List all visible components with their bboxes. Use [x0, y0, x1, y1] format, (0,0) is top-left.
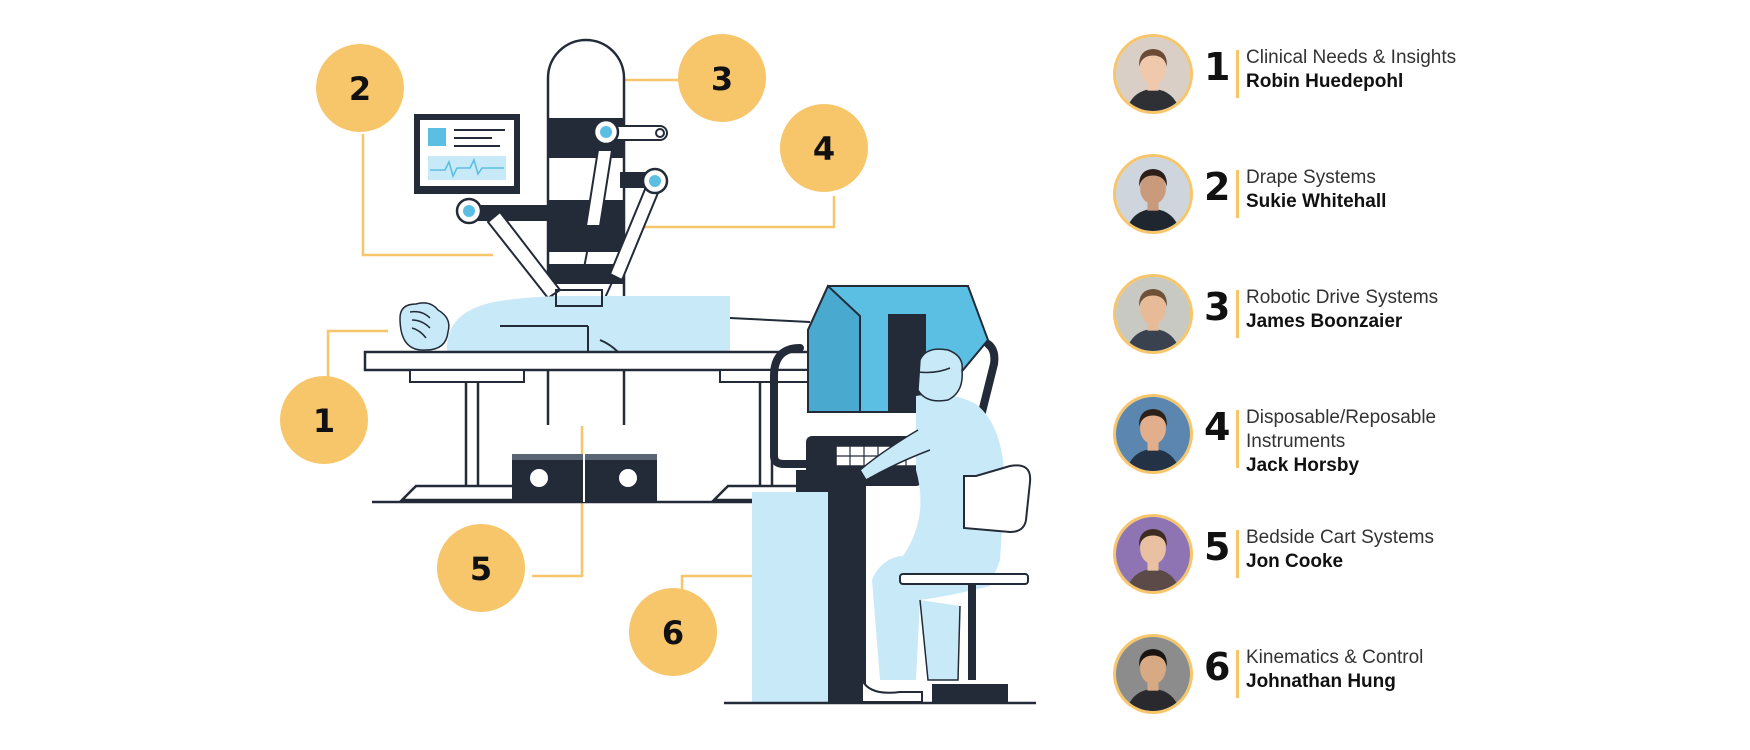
callout-5: [437, 524, 525, 612]
expert-number: 1: [1204, 45, 1231, 89]
callout-2-label: 2: [349, 70, 371, 108]
expert-number: 4: [1204, 405, 1231, 449]
patient-head: [399, 302, 450, 351]
surgical-robot-illustration: 1 2 3 4 5 6: [280, 34, 1036, 705]
person-photo-icon: [1113, 514, 1193, 594]
expert-name: Johnathan Hung: [1246, 671, 1396, 692]
surgeon-console-handle: [770, 344, 816, 468]
callout-3: [678, 34, 766, 122]
surgeon-head: [917, 348, 963, 402]
callout-1: [280, 376, 368, 464]
callout-1-label: 1: [313, 402, 335, 440]
person-photo-icon: [1113, 634, 1193, 714]
person-photo-icon: [1113, 274, 1193, 354]
callout-4-label: 4: [813, 130, 835, 168]
expert-role: Drape Systems: [1246, 167, 1376, 188]
expert-name: Jon Cooke: [1246, 551, 1344, 572]
console-seat-block: [752, 492, 828, 702]
expert-name: Sukie Whitehall: [1246, 191, 1387, 212]
callout-6-label: 6: [662, 614, 684, 652]
callout-4: [780, 104, 868, 192]
divider: [1236, 290, 1239, 338]
expert-number: 3: [1204, 285, 1231, 329]
divider: [1236, 170, 1239, 218]
expert-name: James Boonzaier: [1246, 311, 1403, 332]
expert-number: 5: [1204, 525, 1231, 569]
expert-role: Robotic Drive Systems: [1246, 287, 1439, 308]
divider: [1236, 650, 1239, 698]
callout-3-label: 3: [711, 60, 733, 98]
expert-role: Bedside Cart Systems: [1246, 527, 1434, 548]
divider: [1236, 530, 1239, 578]
divider: [1236, 50, 1239, 98]
leader-line-6: [680, 574, 760, 596]
leader-line-2: [361, 134, 493, 257]
callout-5-label: 5: [470, 550, 492, 588]
expert-role: Disposable/Reposable Instruments: [1246, 407, 1437, 452]
stool-backrest: [963, 464, 1032, 534]
expert-name: Robin Huedepohl: [1246, 71, 1404, 92]
callout-6: [629, 588, 717, 676]
divider: [1236, 410, 1239, 468]
callout-2: [316, 44, 404, 132]
expert-number: 6: [1204, 645, 1231, 689]
operating-table: [363, 350, 822, 372]
leader-line-4: [640, 196, 836, 229]
person-photo-icon: [1113, 34, 1193, 114]
expert-number: 2: [1204, 165, 1231, 209]
expert-name: Jack Horsby: [1246, 455, 1360, 476]
patient-body: [446, 296, 730, 352]
person-photo-icon: [1113, 394, 1193, 474]
surgeon-body: [880, 394, 1005, 600]
surgeon-stool: [899, 573, 1029, 585]
expert-role: Clinical Needs & Insights: [1246, 47, 1457, 68]
leader-line-1: [326, 329, 388, 378]
expert-role: Kinematics & Control: [1246, 647, 1424, 668]
person-photo-icon: [1113, 154, 1193, 234]
